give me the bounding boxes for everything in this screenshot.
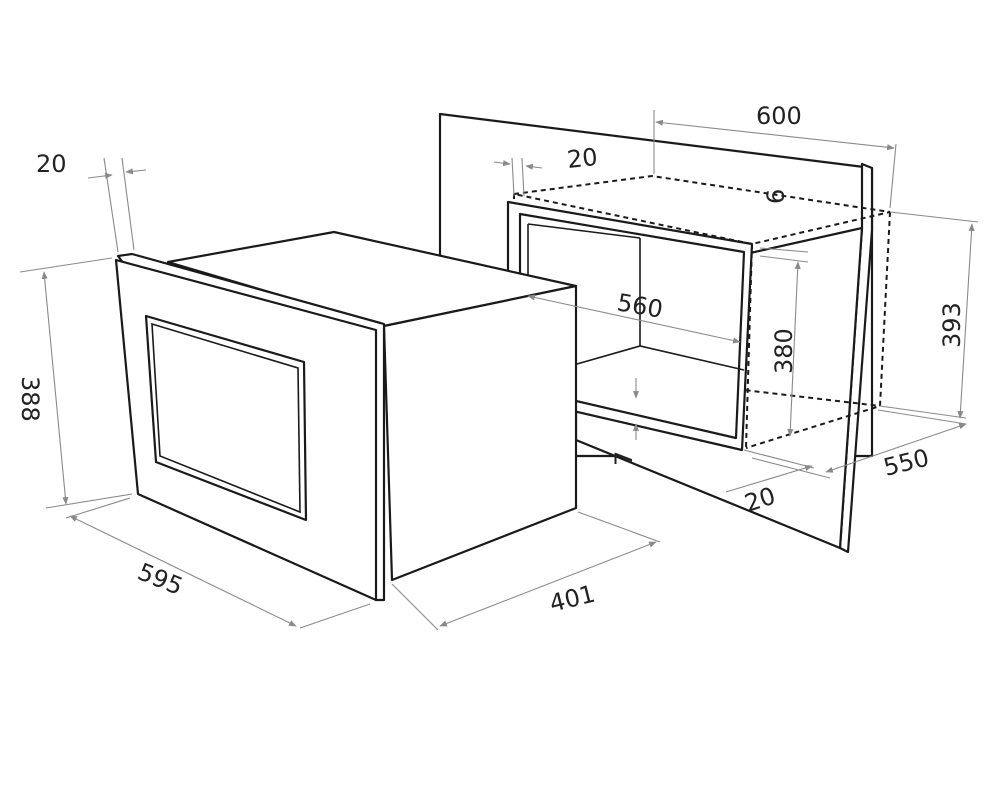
label-niche-top-offset: 20 bbox=[566, 143, 599, 174]
label-oven-frame-depth: 20 bbox=[36, 150, 67, 178]
oven-window bbox=[144, 314, 308, 522]
label-cabinet-depth: 550 bbox=[881, 444, 932, 482]
label-niche-bottom-gap: 7 bbox=[610, 451, 638, 466]
label-oven-height: 388 bbox=[16, 376, 44, 422]
label-cabinet-height: 393 bbox=[938, 302, 966, 348]
label-niche-height: 380 bbox=[770, 328, 798, 374]
label-oven-width: 595 bbox=[134, 558, 187, 601]
oven-front bbox=[114, 258, 378, 602]
oven-body bbox=[114, 230, 578, 602]
label-niche-gap-top: 6 bbox=[762, 189, 790, 204]
oven-window-inner bbox=[151, 322, 301, 514]
dimension-lines bbox=[19, 110, 979, 631]
label-cabinet-width: 600 bbox=[756, 102, 802, 130]
oven-side bbox=[382, 284, 578, 582]
label-oven-depth: 401 bbox=[547, 580, 598, 618]
